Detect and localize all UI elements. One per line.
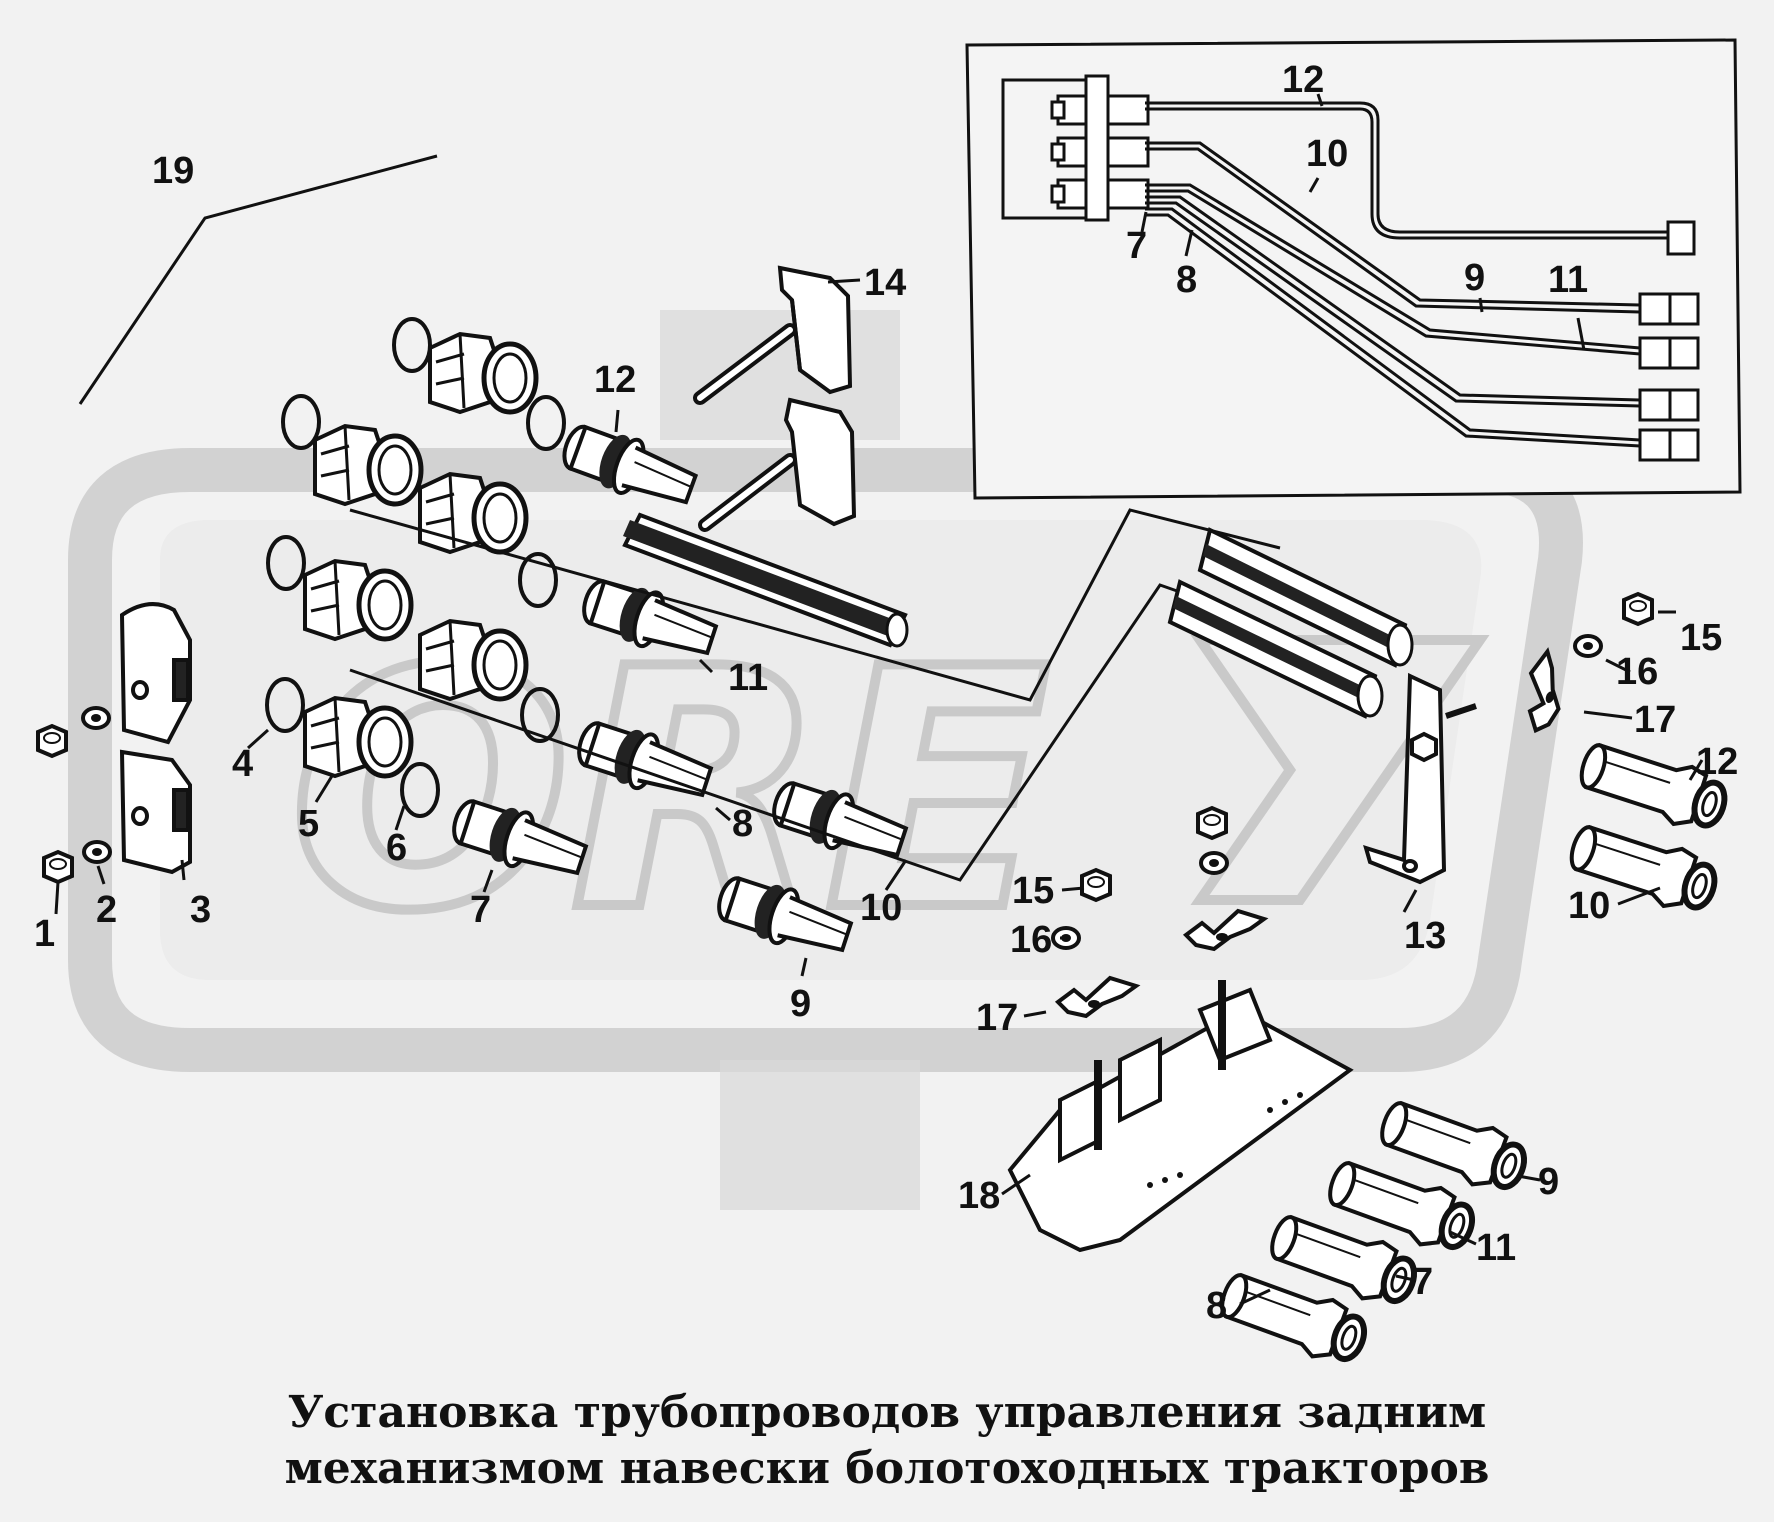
label-2: 2	[96, 889, 117, 931]
label-15-center: 15	[1012, 870, 1054, 912]
label-8-adapter: 8	[1206, 1285, 1227, 1327]
inset-end-fittings	[1638, 220, 1700, 462]
inset-valve-block	[1050, 74, 1150, 222]
inset-schematic	[965, 38, 1742, 500]
leader-lines	[54, 278, 1704, 1306]
label-17-right: 17	[1634, 699, 1676, 741]
label-16-center: 16	[1010, 919, 1052, 961]
label-15-right: 15	[1680, 617, 1722, 659]
label-17-center: 17	[976, 997, 1018, 1039]
label-5: 5	[298, 803, 319, 845]
inset-pipes	[1145, 101, 1670, 448]
caption-line-1: Установка трубопроводов управления задни…	[287, 1387, 1487, 1438]
inset-label-8: 8	[1176, 259, 1197, 301]
bracket-14	[693, 265, 857, 532]
label-8-pipe: 8	[732, 803, 753, 845]
label-12-adapter: 12	[1696, 741, 1738, 783]
label-1: 1	[34, 913, 55, 955]
label-18: 18	[958, 1175, 1000, 1217]
watermark-logo: ORE	[68, 310, 1583, 1210]
inset-label-11: 11	[1548, 259, 1588, 301]
caption-line-2: механизмом навески болотоходных тракторо…	[284, 1443, 1490, 1494]
label-9-adapter: 9	[1538, 1161, 1559, 1203]
hose-pair	[1167, 527, 1414, 719]
label-4: 4	[232, 743, 253, 785]
label-16-right: 16	[1616, 651, 1658, 693]
clamp-3	[119, 602, 192, 875]
label-12-pipe: 12	[594, 359, 636, 401]
bracket-13	[1363, 672, 1477, 885]
inset-label-7: 7	[1126, 225, 1147, 267]
svg-text:ORE: ORE	[290, 599, 1050, 983]
diagram-caption: Установка трубопроводов управления задни…	[0, 1385, 1774, 1497]
label-9-pipe: 9	[790, 983, 811, 1025]
label-13: 13	[1404, 915, 1446, 957]
label-6: 6	[386, 827, 407, 869]
inset-label-10: 10	[1306, 133, 1348, 175]
label-11-pipe: 11	[728, 657, 768, 699]
label-19: 19	[152, 150, 194, 192]
pipe-12	[555, 415, 909, 648]
label-11-adapter: 11	[1476, 1227, 1516, 1269]
inset-label-9: 9	[1464, 257, 1485, 299]
clamp-plate-18	[1007, 980, 1354, 1253]
label-7-pipe: 7	[470, 889, 491, 931]
label-7-adapter: 7	[1412, 1261, 1433, 1303]
label-10-pipe: 10	[860, 887, 902, 929]
pipeline-indicator-19	[78, 154, 438, 405]
part-labels: 19 14 12 11 1 2 3 4 5 6 7 8 9 10 15 16 1…	[34, 59, 1738, 1327]
label-14: 14	[864, 262, 906, 304]
inset-label-12: 12	[1282, 59, 1324, 101]
label-3: 3	[190, 889, 211, 931]
label-10-adapter: 10	[1568, 885, 1610, 927]
